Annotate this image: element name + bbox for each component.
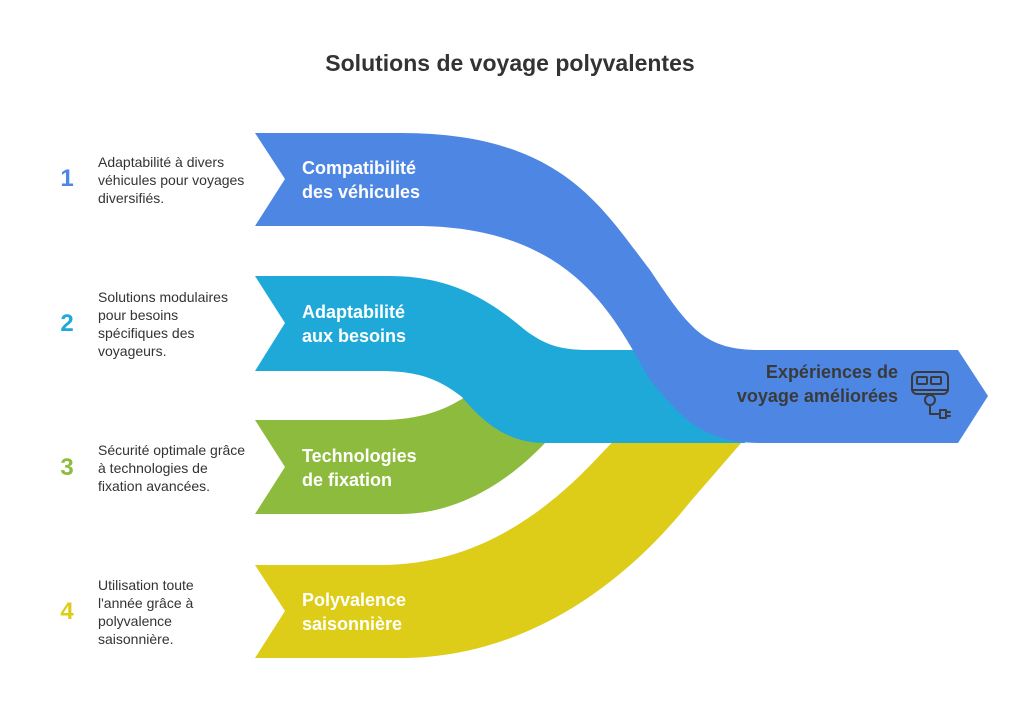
step-description-2: Solutions modulaires pour besoins spécif… xyxy=(98,289,228,359)
band-label-1: Compatibilité des véhicules xyxy=(302,158,421,202)
band-label-4: Polyvalence saisonnière xyxy=(302,590,407,634)
camper-trailer-icon xyxy=(911,371,951,419)
step-description-1: Adaptabilité à divers véhicules pour voy… xyxy=(98,154,245,206)
diagram-title: Solutions de voyage polyvalentes xyxy=(325,50,695,76)
outcome-label: Expériences de voyage améliorées xyxy=(736,362,898,406)
step-number-3: 3 xyxy=(60,454,74,481)
band-polyvalence-saisonniere xyxy=(255,398,742,658)
band-adaptabilite-besoins xyxy=(255,276,745,443)
step-number-2: 2 xyxy=(60,310,74,337)
step-number-4: 4 xyxy=(60,598,74,625)
step-description-4: Utilisation toute l'année grâce à polyva… xyxy=(98,577,194,647)
step-description-3: Sécurité optimale grâce à technologies d… xyxy=(98,442,246,494)
band-label-2: Adaptabilité aux besoins xyxy=(302,302,407,346)
band-label-3: Technologies de fixation xyxy=(302,446,417,490)
band-technologies-fixation xyxy=(255,397,545,514)
step-number-1: 1 xyxy=(60,165,74,192)
band-compatibilite-vehicules xyxy=(255,133,988,443)
